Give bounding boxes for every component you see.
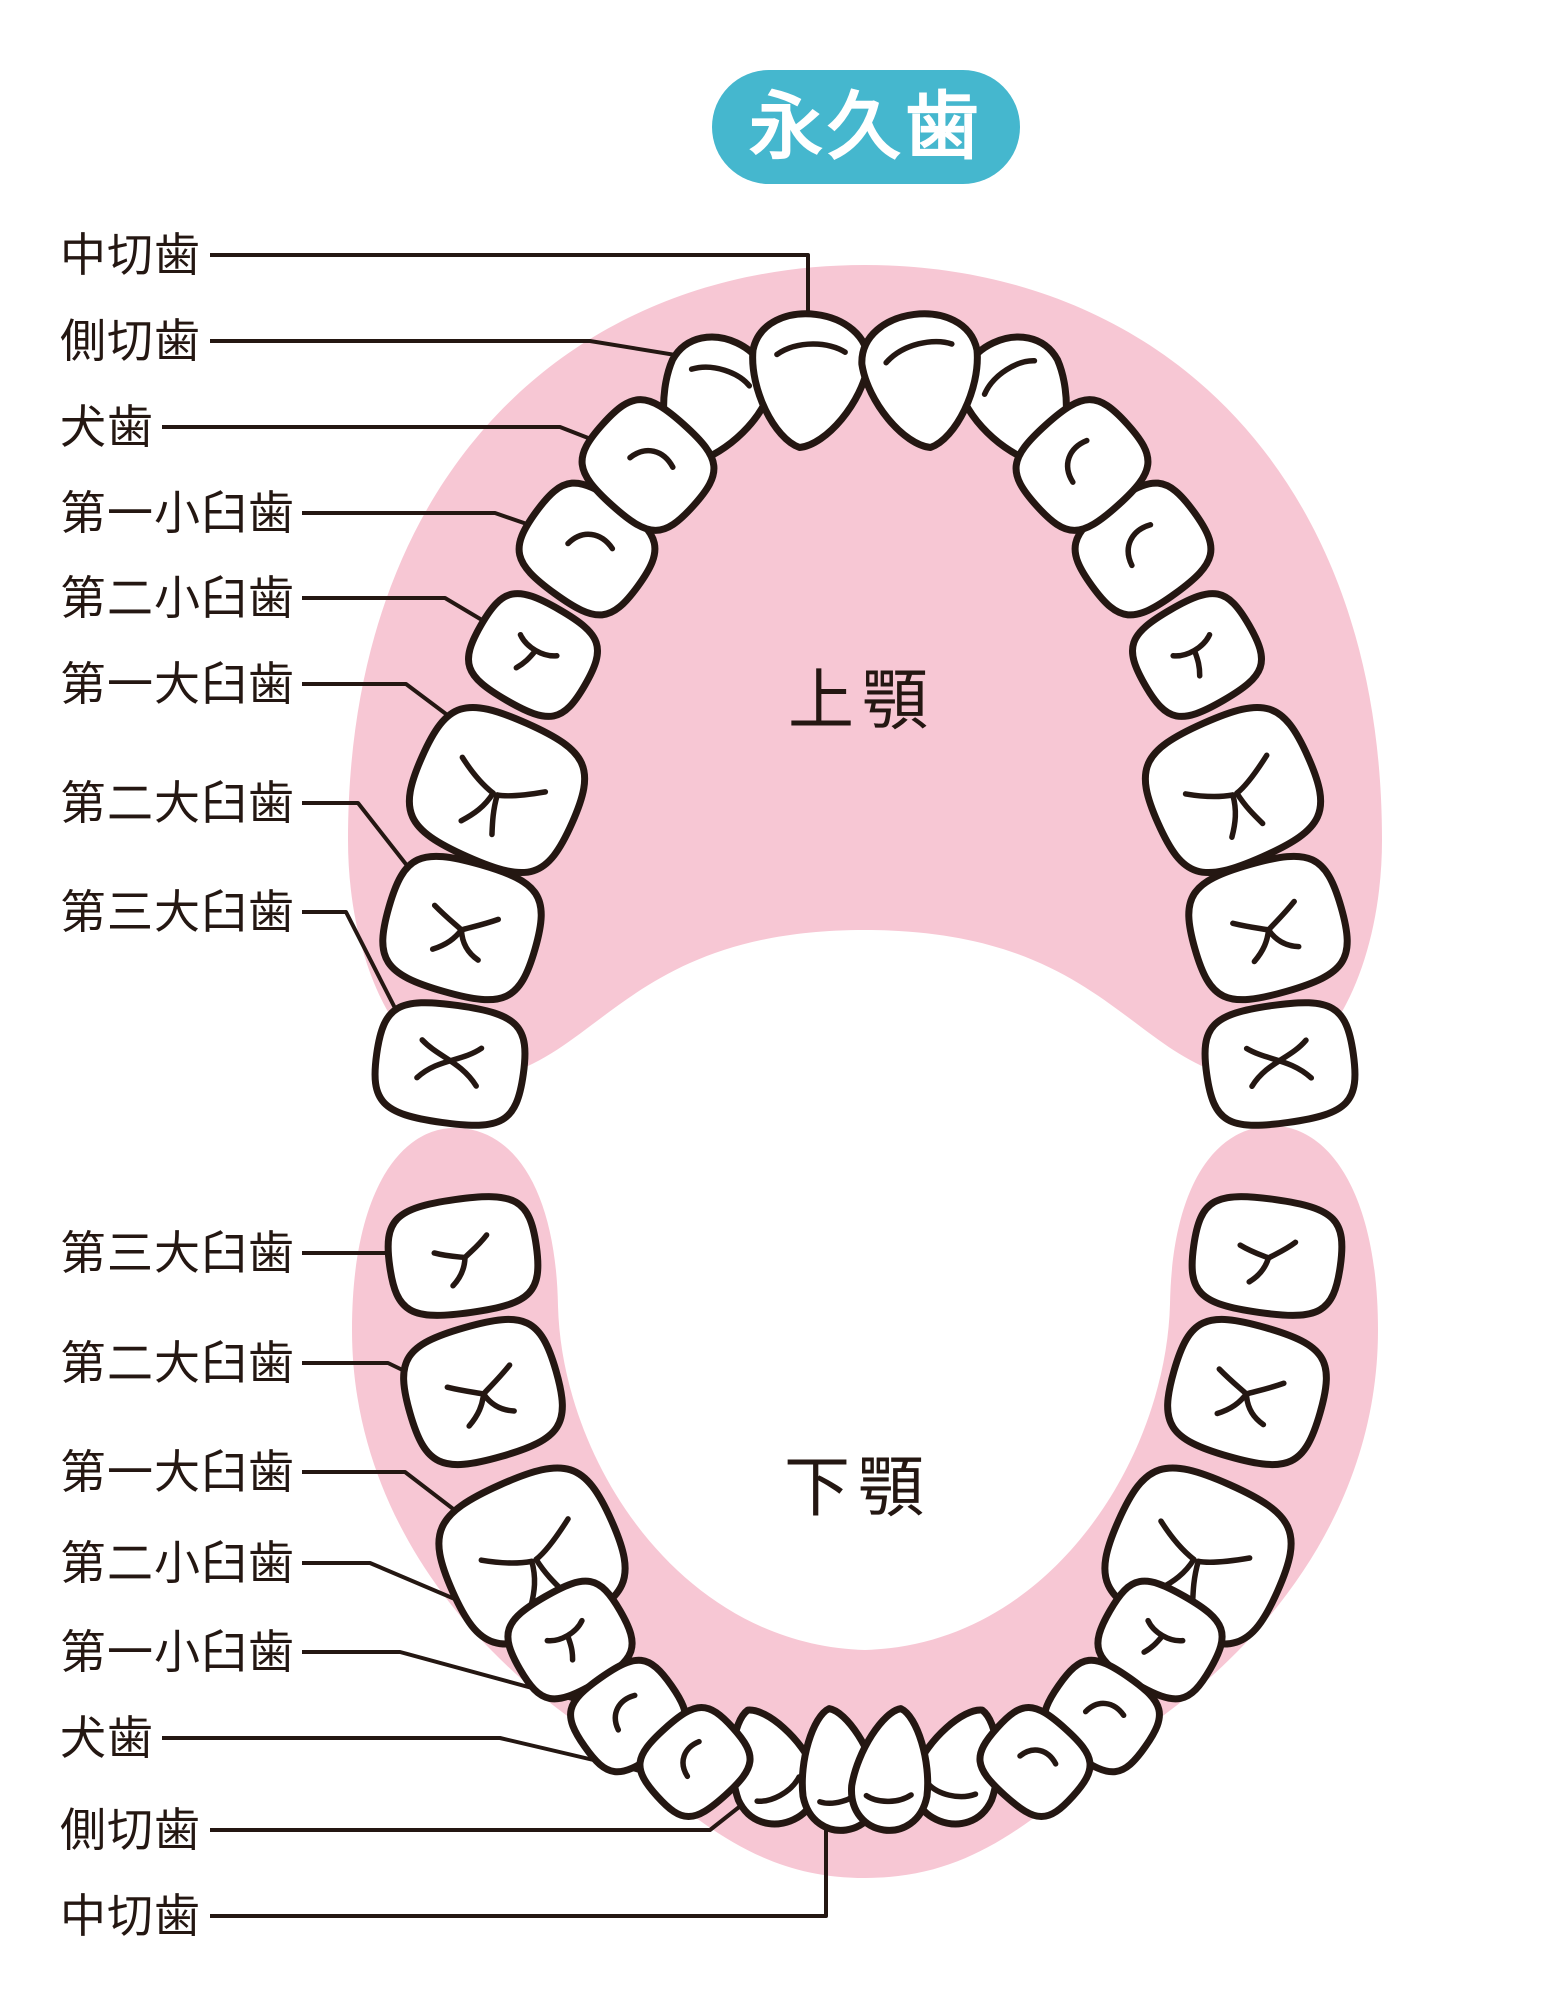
tooth-upper-left-third-molar — [371, 999, 529, 1129]
teeth-layer — [371, 310, 1359, 1834]
leader-upper-third-molar — [302, 910, 398, 1011]
leader-lower-lateral-incisor — [210, 1798, 750, 1832]
tooth-upper-right-third-molar — [1201, 999, 1359, 1129]
label-upper-second-premolar: 第二小臼歯 — [60, 571, 295, 625]
label-lower-first-molar: 第一大臼歯 — [60, 1445, 295, 1499]
tooth-lower-right-second-molar — [1164, 1315, 1330, 1469]
tooth-upper-left-first-molar — [405, 703, 589, 877]
tooth-lower-right-canine — [976, 1703, 1094, 1821]
label-upper-lateral-incisor: 側切歯 — [60, 314, 201, 368]
tooth-upper-left-second-premolar — [465, 590, 601, 720]
label-lower-first-premolar: 第一小臼歯 — [60, 1625, 295, 1679]
lower-jaw-label: 下顎 — [784, 1449, 932, 1526]
tooth-upper-right-canine — [1012, 396, 1152, 534]
label-upper-canine: 犬歯 — [60, 400, 154, 454]
tooth-upper-left-central-incisor — [749, 310, 872, 451]
label-upper-second-molar: 第二大臼歯 — [60, 776, 295, 830]
leader-upper-first-molar — [302, 682, 448, 716]
tooth-upper-right-first-molar — [1141, 703, 1325, 877]
title-text: 永久歯 — [749, 84, 983, 170]
tooth-lower-left-canine — [636, 1703, 754, 1821]
label-upper-first-premolar: 第一小臼歯 — [60, 486, 295, 540]
tooth-lower-left-third-molar — [384, 1193, 542, 1319]
tooth-lower-left-second-molar — [400, 1315, 566, 1469]
label-upper-first-molar: 第一大臼歯 — [60, 657, 295, 711]
title-badge: 永久歯 — [712, 70, 1020, 184]
label-lower-second-premolar: 第二小臼歯 — [60, 1536, 295, 1590]
leader-upper-second-premolar — [302, 596, 494, 628]
leader-upper-second-molar — [302, 801, 418, 879]
tooth-upper-right-second-premolar — [1129, 590, 1265, 720]
tooth-lower-right-second-premolar — [1094, 1577, 1226, 1703]
leader-lower-central-incisor — [210, 1820, 828, 1918]
leader-upper-central-incisor — [210, 253, 810, 332]
tooth-upper-right-second-molar — [1185, 852, 1351, 1004]
label-upper-central-incisor: 中切歯 — [60, 228, 201, 282]
label-lower-lateral-incisor: 側切歯 — [60, 1803, 201, 1857]
label-lower-third-molar: 第三大臼歯 — [60, 1226, 295, 1280]
tooth-lower-right-third-molar — [1188, 1193, 1346, 1319]
label-lower-second-molar: 第二大臼歯 — [60, 1336, 295, 1390]
upper-jaw-label: 上顎 — [788, 662, 936, 739]
label-lower-central-incisor: 中切歯 — [60, 1889, 201, 1943]
tooth-upper-right-central-incisor — [858, 310, 981, 451]
tooth-lower-left-second-premolar — [504, 1577, 636, 1703]
label-upper-third-molar: 第三大臼歯 — [60, 885, 295, 939]
tooth-lower-right-central-incisor — [848, 1705, 932, 1834]
tooth-upper-left-second-molar — [379, 852, 545, 1004]
label-lower-canine: 犬歯 — [60, 1711, 154, 1765]
tooth-upper-left-canine — [578, 396, 718, 534]
leader-upper-lateral-incisor — [210, 339, 707, 362]
